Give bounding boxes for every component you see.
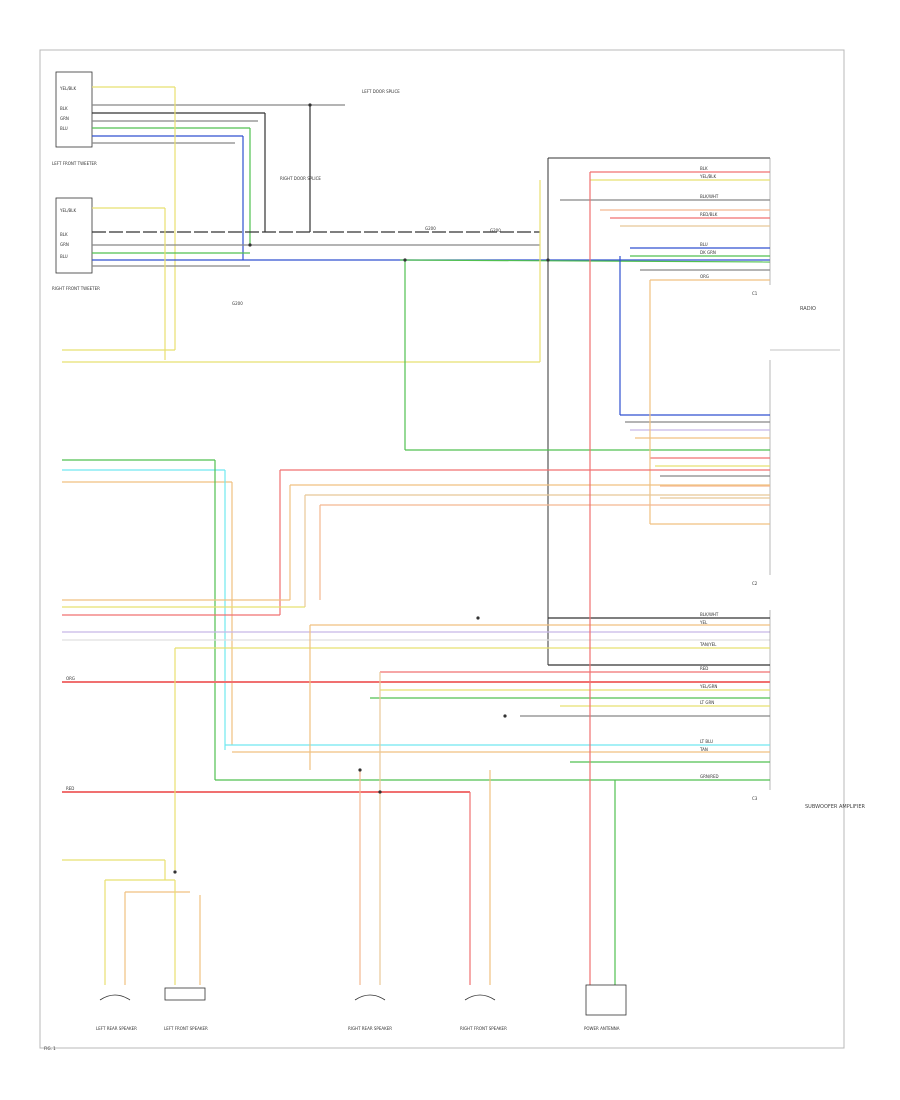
conn-label: BLU [60, 126, 68, 131]
power-antenna: POWER ANTENNA [584, 984, 627, 1031]
speaker-label: POWER ANTENNA [584, 1026, 620, 1031]
wire-label: BLK/WHT [700, 612, 719, 617]
wire-label: BLK [700, 166, 708, 171]
conn-label: GRN [60, 242, 69, 247]
radio-connector-c1: C1 [547, 157, 771, 665]
ground-label: G200 [232, 301, 243, 306]
speaker-label: RIGHT FRONT SPEAKER [460, 1026, 507, 1031]
wire-label: YEL/BLK [699, 174, 717, 179]
amplifier-label: SUBWOOFER AMPLIFIER [805, 804, 866, 810]
wire-label: RED/BLK [700, 212, 718, 217]
speaker-label: LEFT FRONT SPEAKER [164, 1026, 208, 1031]
radio-c1-wires [560, 171, 770, 281]
wire-label: TAN [699, 747, 708, 752]
amplifier-connector-c3: C3 [752, 610, 771, 801]
amplifier-wires [62, 617, 770, 870]
wire-label: LT BLU [700, 739, 713, 744]
connector-id: C1 [752, 291, 758, 296]
speaker-label: RIGHT REAR SPEAKER [348, 1026, 392, 1031]
speaker-label: LEFT REAR SPEAKER [96, 1026, 137, 1031]
left-front-tweeter-block: YEL/BLK BLK GRN BLU LEFT FRONT TWEETER [52, 71, 97, 166]
right-front-speaker: RIGHT FRONT SPEAKER [460, 994, 507, 1031]
ground-label: G200 [490, 228, 501, 233]
wire-label: GRN/RED [700, 774, 719, 779]
connector-id: C2 [752, 581, 758, 586]
wire-label: ORG [66, 676, 75, 681]
tweeter-bottom-wires [92, 207, 771, 360]
splice-markers [173, 103, 550, 874]
wire-label: YEL/GRN [699, 684, 717, 689]
page-ref: FIG. 1 [44, 1046, 56, 1051]
radio-c1-labels: BLK YEL/BLK BLK/WHT RED/BLK BLU DK GRN O… [699, 166, 719, 279]
wire-label: RED [66, 786, 74, 791]
wire-label: DK GRN [700, 250, 716, 255]
wire-label: ORG [700, 274, 709, 279]
wire-label: BLU [700, 242, 708, 247]
splice-label: RIGHT DOOR SPLICE [280, 176, 321, 181]
splice-label: LEFT DOOR SPLICE [362, 89, 400, 94]
radio-c2-wires [404, 256, 770, 525]
ground-label: G200 [425, 226, 436, 231]
diagram-frame [39, 49, 845, 1049]
left-feed-lines [62, 180, 541, 363]
component-label: LEFT FRONT TWEETER [52, 161, 97, 166]
component-label: RIGHT FRONT TWEETER [52, 286, 100, 291]
conn-label: GRN [60, 116, 69, 121]
wire-label: LT GRN [700, 700, 714, 705]
radio-connector-c2: C2 [752, 349, 840, 586]
right-rear-speaker: RIGHT REAR SPEAKER [348, 994, 392, 1031]
conn-label: YEL/BLK [59, 208, 77, 213]
wire-label: YEL [699, 620, 708, 625]
right-front-tweeter-block: YEL/BLK BLK GRN BLU RIGHT FRONT TWEETER [52, 197, 100, 291]
conn-label: BLK [60, 232, 68, 237]
wire-label: BLK/WHT [700, 194, 719, 199]
wire-label: TAN/YEL [699, 642, 717, 647]
wire-label: RED [700, 666, 708, 671]
left-middle-wires [62, 459, 770, 780]
left-front-speaker: LEFT FRONT SPEAKER [164, 987, 208, 1031]
amplifier-labels: BLK/WHT YEL TAN/YEL RED YEL/GRN LT GRN L… [66, 612, 719, 791]
conn-label: BLU [60, 254, 68, 259]
tweeter-top-wires [92, 86, 345, 350]
conn-label: YEL/BLK [59, 86, 77, 91]
connector-id: C3 [752, 796, 758, 801]
radio-label: RADIO [800, 306, 816, 312]
left-rear-speaker: LEFT REAR SPEAKER [96, 994, 137, 1031]
conn-label: BLK [60, 106, 68, 111]
speaker-drops [62, 172, 616, 985]
